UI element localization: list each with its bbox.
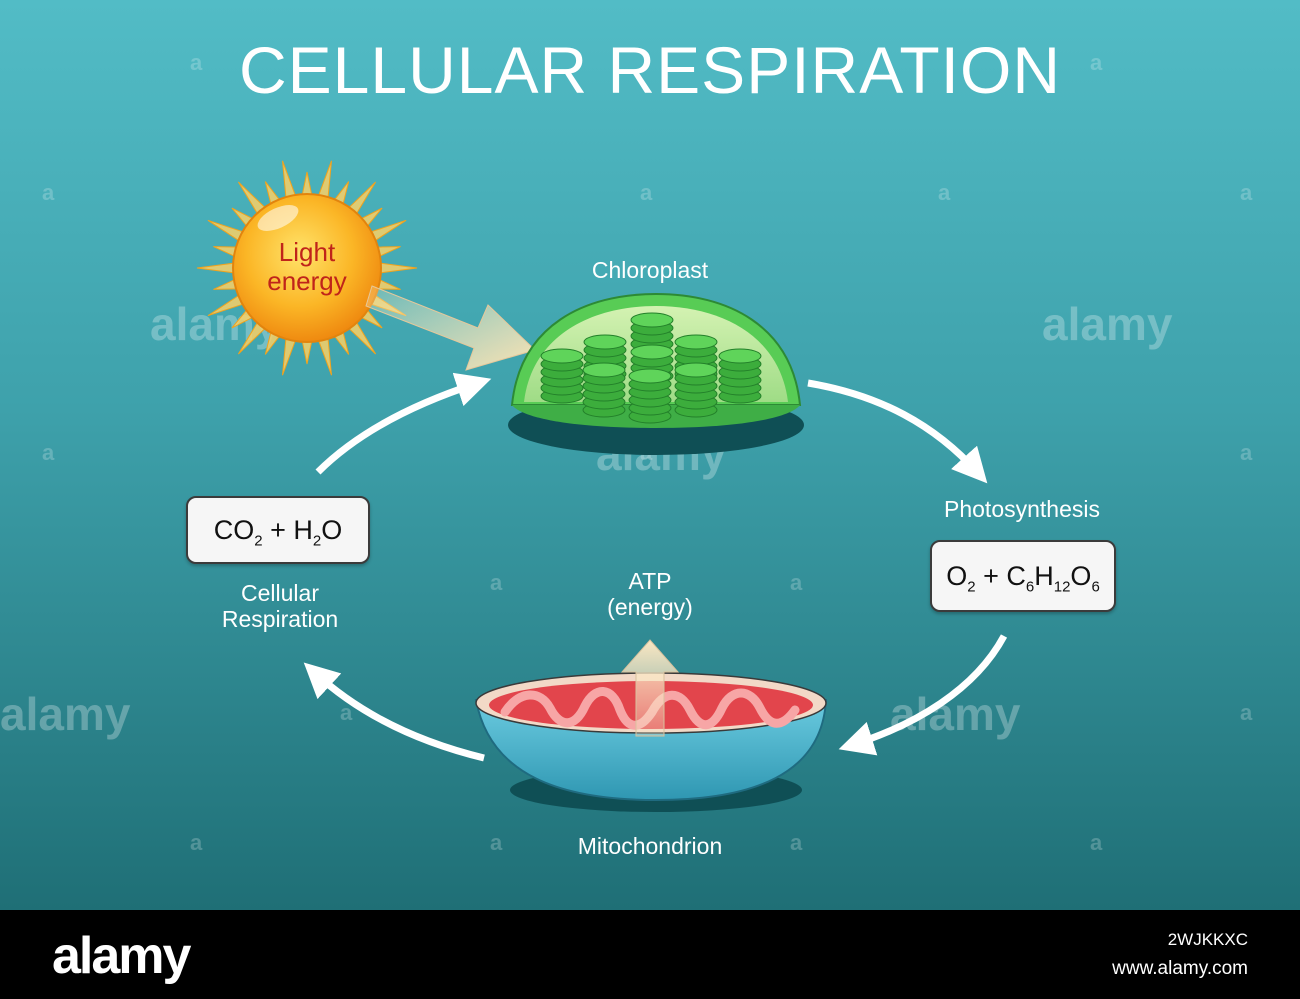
arrow-to-respiration xyxy=(303,662,485,762)
sun-ray xyxy=(378,262,418,274)
thylakoid-stack xyxy=(628,368,672,424)
svg-text:a: a xyxy=(1090,830,1103,855)
h2o-subscript: 2 xyxy=(312,532,322,550)
reactants-equation-box: CO2 + H2O xyxy=(186,496,370,564)
hydrogen-subscript: 12 xyxy=(1053,578,1071,596)
alamy-logo: alamy xyxy=(52,927,191,985)
thylakoid-stack xyxy=(582,362,626,418)
page-title: CELLULAR RESPIRATION xyxy=(239,33,1061,107)
light-beam-arrow xyxy=(365,285,536,371)
svg-text:a: a xyxy=(790,570,803,595)
sun-label: Light energy xyxy=(240,238,374,295)
thylakoid-stack xyxy=(674,362,718,418)
mitochondrion-illustration xyxy=(474,672,828,812)
photosynthesis-label: Photosynthesis xyxy=(944,496,1100,522)
co2-subscript: 2 xyxy=(254,532,263,550)
thylakoid-stack xyxy=(718,348,762,404)
carbon-symbol: C xyxy=(1006,561,1026,591)
svg-text:a: a xyxy=(190,50,203,75)
atp-label-line1: ATP xyxy=(628,568,672,594)
sun-ray xyxy=(282,160,297,200)
arrow-to-chloroplast xyxy=(315,372,492,475)
sun-ray xyxy=(196,262,236,274)
sun-ray xyxy=(301,171,313,197)
arrow-to-mitochondrion xyxy=(838,634,1008,756)
hydrogen-symbol: H xyxy=(1034,561,1054,591)
svg-text:a: a xyxy=(490,830,503,855)
sun-ray xyxy=(317,160,332,200)
mitochondrion-label: Mitochondrion xyxy=(577,833,723,859)
chloroplast-label: Chloroplast xyxy=(591,257,709,283)
oxygen-symbol: O xyxy=(1070,561,1092,591)
sun-icon xyxy=(196,160,418,376)
atp-label-line2: (energy) xyxy=(607,594,693,621)
svg-text:a: a xyxy=(490,570,503,595)
thylakoid-stack xyxy=(540,348,584,404)
carbon-subscript: 6 xyxy=(1025,578,1035,596)
chloroplast-illustration xyxy=(508,292,804,455)
site-url: www.alamy.com xyxy=(1112,958,1248,979)
svg-text:alamy: alamy xyxy=(1042,298,1173,350)
cellular-respiration-line2: Respiration xyxy=(221,606,339,633)
svg-text:a: a xyxy=(42,440,55,465)
h2o-oxygen: O xyxy=(321,515,343,545)
sun-label-line2: energy xyxy=(267,265,347,296)
svg-text:a: a xyxy=(1090,50,1103,75)
plus-sign: + xyxy=(270,515,286,545)
cellular-respiration-label: Cellular Respiration xyxy=(180,580,380,633)
sun-label-line1: Light xyxy=(278,237,336,267)
svg-text:alamy: alamy xyxy=(0,688,131,740)
plus-sign: + xyxy=(983,561,999,591)
atp-arrow xyxy=(620,639,680,737)
svg-text:a: a xyxy=(1240,180,1253,205)
o2-subscript: 2 xyxy=(967,578,976,596)
atp-label: ATP (energy) xyxy=(560,568,740,621)
svg-text:a: a xyxy=(938,180,951,205)
svg-text:a: a xyxy=(1240,440,1253,465)
sun-ray xyxy=(317,336,332,376)
svg-text:a: a xyxy=(640,180,653,205)
svg-text:a: a xyxy=(42,180,55,205)
co2-symbol: CO xyxy=(213,515,255,545)
oxygen-subscript: 6 xyxy=(1091,578,1100,596)
h2o-symbol: H xyxy=(293,515,313,545)
products-equation-box: O2 + C6H12O6 xyxy=(930,540,1116,612)
svg-text:a: a xyxy=(190,830,203,855)
cellular-respiration-line1: Cellular xyxy=(241,580,319,606)
svg-text:a: a xyxy=(340,700,353,725)
sun-ray xyxy=(282,336,297,376)
arrow-to-photosynthesis xyxy=(807,379,988,484)
svg-text:a: a xyxy=(790,830,803,855)
image-id: 2WJKKXC xyxy=(1167,930,1248,949)
watermark-footer: alamy 2WJKKXC www.alamy.com xyxy=(0,910,1300,999)
sun-ray xyxy=(301,339,313,365)
o2-symbol: O xyxy=(946,561,968,591)
svg-text:a: a xyxy=(1240,700,1253,725)
